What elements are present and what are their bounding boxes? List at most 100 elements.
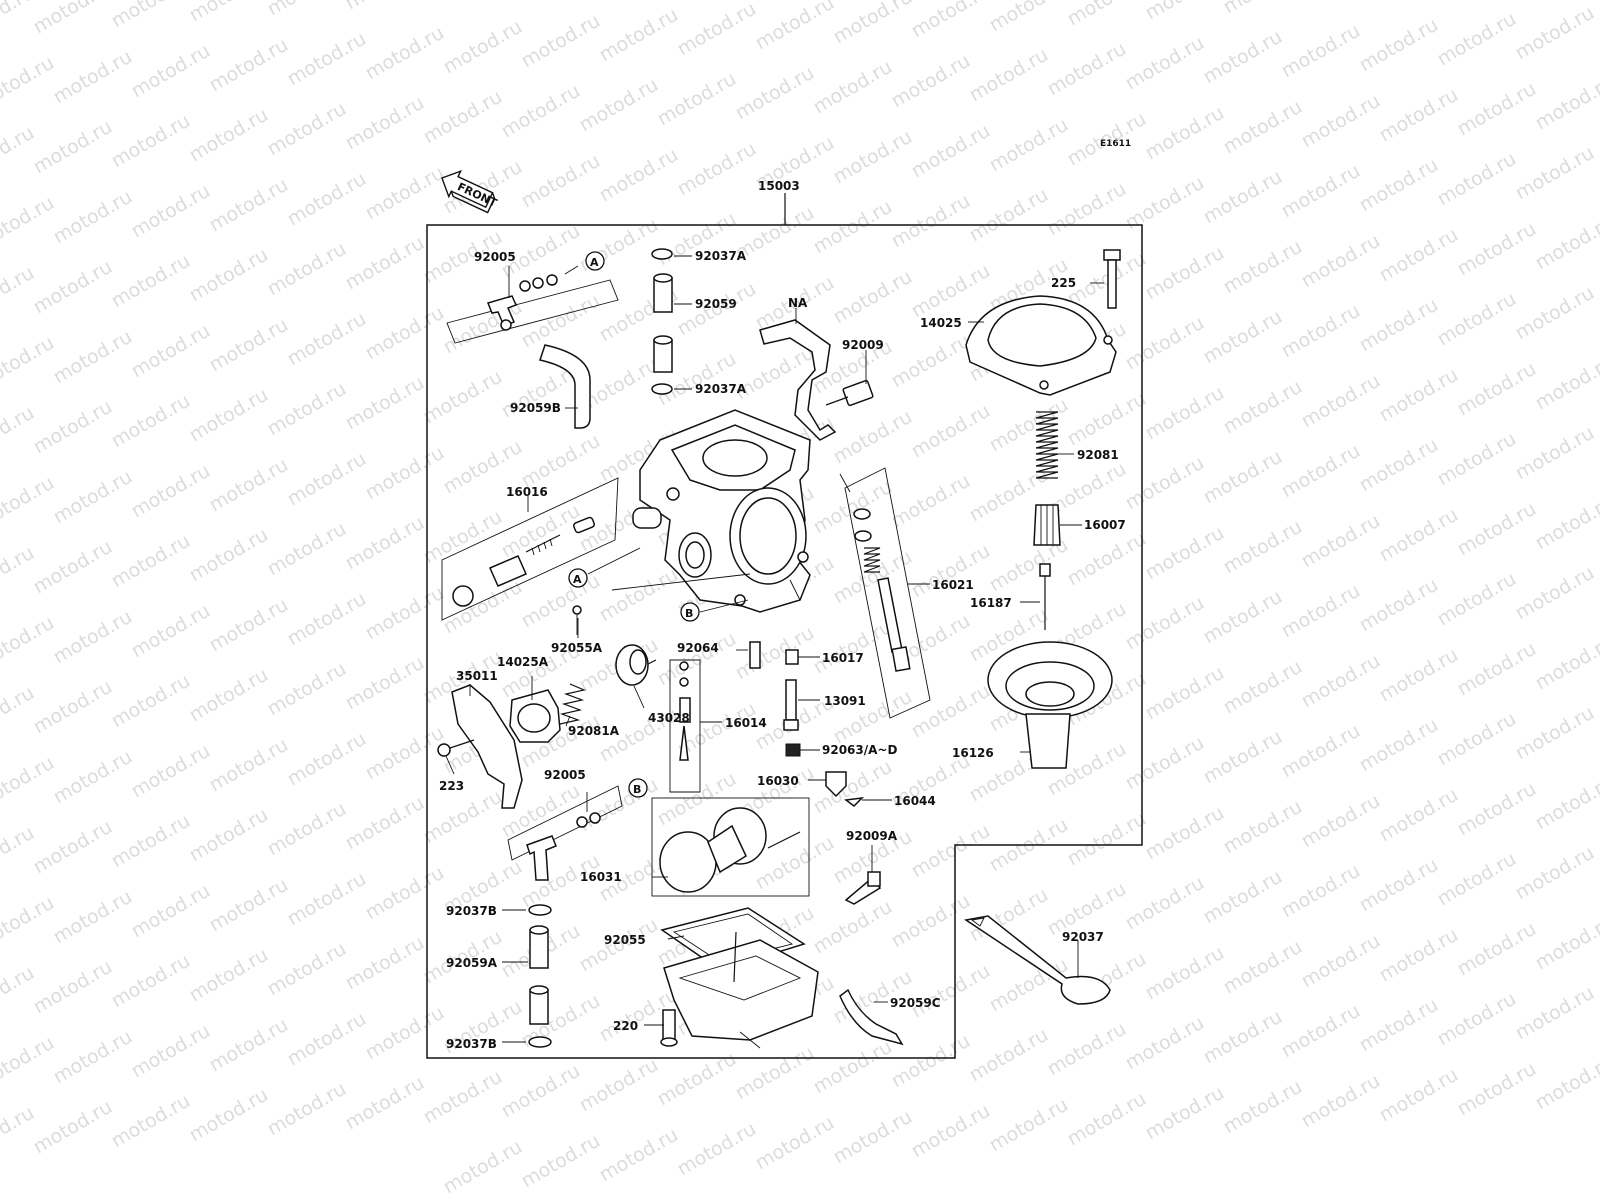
watermark-text: motod.ru (264, 98, 350, 161)
watermark-text: motod.ru (1512, 282, 1598, 345)
watermark-text: motod.ru (108, 250, 194, 313)
watermark-text: motod.ru (888, 330, 974, 393)
watermark-text: motod.ru (50, 746, 136, 809)
watermark-text: motod.ru (1532, 632, 1600, 695)
watermark-text: motod.ru (908, 820, 994, 883)
watermark-text: motod.ru (128, 740, 214, 803)
watermark-text: motod.ru (342, 792, 428, 855)
watermark-text: motod.ru (654, 1048, 740, 1111)
watermark-text: motod.ru (1220, 656, 1306, 719)
watermark-text: motod.ru (1200, 166, 1286, 229)
reference-marker-a-top: A (585, 251, 605, 271)
watermark-text: motod.ru (1220, 236, 1306, 299)
watermark-text: motod.ru (128, 40, 214, 103)
watermark-text: motod.ru (0, 822, 38, 885)
reference-marker-b-bot: B (628, 778, 648, 798)
diagram-code: E1611 (1100, 139, 1131, 149)
watermark-text: motod.ru (732, 62, 818, 125)
part-92064-screw (749, 641, 761, 669)
watermark-text: motod.ru (1142, 242, 1228, 305)
watermark-text: motod.ru (284, 1008, 370, 1071)
watermark-text: motod.ru (596, 1124, 682, 1187)
watermark-text: motod.ru (1532, 772, 1600, 835)
watermark-text: motod.ru (810, 616, 896, 679)
watermark-text: motod.ru (30, 816, 116, 879)
watermark-text: motod.ru (1142, 102, 1228, 165)
watermark-text: motod.ru (1512, 702, 1598, 765)
watermark-text: motod.ru (0, 1102, 38, 1165)
watermark-text: motod.ru (810, 196, 896, 259)
watermark-text: motod.ru (1298, 510, 1384, 573)
part-NA-bracket (759, 319, 837, 441)
watermark-text: motod.ru (1122, 732, 1208, 795)
watermark-text: motod.ru (1122, 32, 1208, 95)
watermark-text: motod.ru (0, 262, 38, 325)
watermark-text: motod.ru (1434, 288, 1520, 351)
watermark-text: motod.ru (420, 366, 506, 429)
watermark-text: motod.ru (128, 1020, 214, 1083)
watermark-text: motod.ru (810, 56, 896, 119)
watermark-text: motod.ru (1434, 148, 1520, 211)
watermark-text: motod.ru (1298, 370, 1384, 433)
watermark-text: motod.ru (0, 52, 58, 115)
carburetor-body (632, 409, 811, 613)
label-43028: 43028 (648, 711, 690, 725)
label-92037B-bottom: 92037B (446, 1037, 497, 1051)
watermark-text: motod.ru (888, 1030, 974, 1093)
watermark-text: motod.ru (108, 670, 194, 733)
watermark-text: motod.ru (674, 0, 760, 60)
watermark-text: motod.ru (0, 1032, 58, 1095)
watermark-text: motod.ru (206, 1014, 292, 1077)
watermark-text: motod.ru (186, 0, 272, 26)
part-92055A-oring (572, 605, 582, 635)
watermark-text: motod.ru (1356, 854, 1442, 917)
watermark-text: motod.ru (1220, 796, 1306, 859)
watermark-text: motod.ru (1298, 650, 1384, 713)
reference-marker-a-mid: A (568, 568, 588, 588)
watermark-text: motod.ru (0, 472, 58, 535)
watermark-text: motod.ru (420, 506, 506, 569)
watermark-text: motod.ru (128, 320, 214, 383)
part-16126-diaphragm-piston (987, 641, 1113, 769)
watermark-text: motod.ru (1376, 504, 1462, 567)
watermark-text: motod.ru (50, 186, 136, 249)
label-92005-top: 92005 (474, 250, 516, 264)
watermark-text: motod.ru (498, 1060, 584, 1123)
watermark-text: motod.ru (674, 1118, 760, 1181)
part-92055-gasket-and-float-bowl (660, 907, 819, 1041)
watermark-text: motod.ru (518, 10, 604, 73)
watermark-text: motod.ru (1220, 96, 1306, 159)
watermark-text: motod.ru (1278, 160, 1364, 223)
watermark-text: motod.ru (264, 378, 350, 441)
watermark-text: motod.ru (654, 628, 740, 691)
watermark-text: motod.ru (30, 0, 116, 38)
watermark-text: motod.ru (186, 384, 272, 447)
watermark-text: motod.ru (206, 594, 292, 657)
part-92059-hose (651, 248, 673, 395)
watermark-text: motod.ru (1298, 1070, 1384, 1133)
watermark-text: motod.ru (1298, 230, 1384, 293)
watermark-text: motod.ru (206, 34, 292, 97)
watermark-text: motod.ru (0, 682, 38, 745)
watermark-text: motod.ru (342, 372, 428, 435)
watermark-text: motod.ru (264, 798, 350, 861)
watermark-text: motod.ru (284, 168, 370, 231)
svg-text:A: A (573, 573, 582, 586)
watermark-text: motod.ru (576, 1054, 662, 1117)
watermark-text: motod.ru (264, 658, 350, 721)
watermark-text: motod.ru (1376, 364, 1462, 427)
watermark-text: motod.ru (1142, 662, 1228, 725)
watermark-text: motod.ru (1278, 300, 1364, 363)
label-16044: 16044 (894, 794, 936, 808)
watermark-text: motod.ru (362, 862, 448, 925)
watermark-text: motod.ru (128, 460, 214, 523)
watermark-text: motod.ru (186, 524, 272, 587)
watermark-text: motod.ru (1278, 1000, 1364, 1063)
label-92037A-top: 92037A (695, 249, 747, 263)
watermark-text: motod.ru (1142, 1082, 1228, 1145)
watermark-text: motod.ru (966, 184, 1052, 247)
watermark-text: motod.ru (518, 150, 604, 213)
watermark-text: motod.ru (1376, 84, 1462, 147)
reference-marker-b-mid: B (680, 602, 700, 622)
watermark-text: motod.ru (128, 880, 214, 943)
